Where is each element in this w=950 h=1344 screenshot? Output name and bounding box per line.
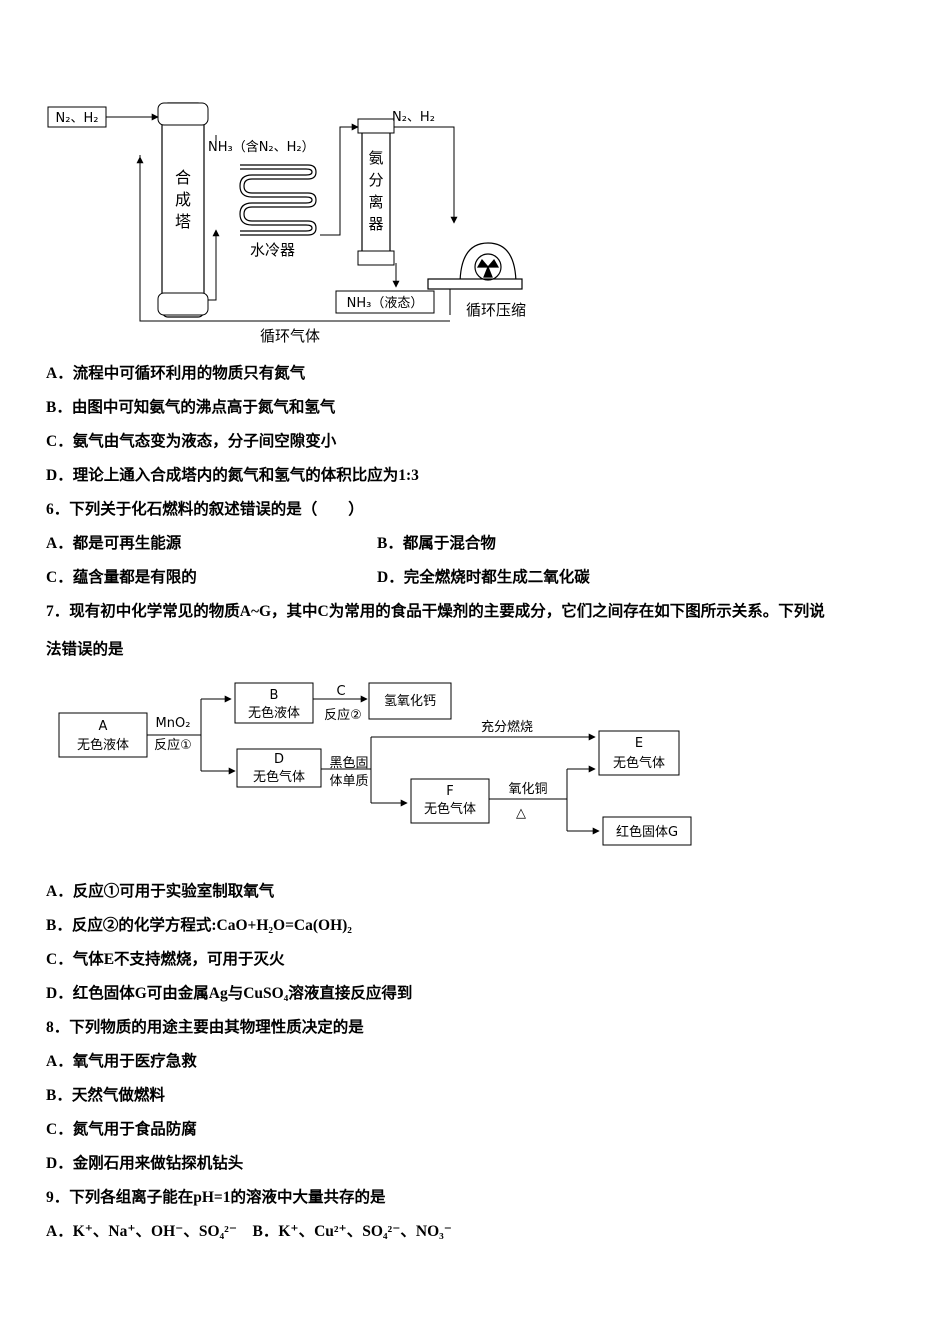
liquid-nh3-label: NH₃（液态） [347, 296, 424, 311]
q8-stem: 8．下列物质的用途主要由其物理性质决定的是 [46, 1019, 364, 1036]
box-b-desc: 无色液体 [248, 705, 300, 721]
box-a-desc: 无色液体 [77, 737, 129, 753]
box-caoh2 [368, 682, 452, 720]
q7-option-c: C．气体E不支持燃烧，可用于灭火 [46, 951, 285, 968]
box-g [602, 816, 692, 846]
q7-stem-line1: 7．现有初中化学常见的物质A~G，其中C为常用的食品干燥剂的主要成分，它们之间存… [46, 603, 825, 620]
tower-char-1: 合 [175, 168, 191, 187]
q7-option-b: B．反应②的化学方程式:CaO+H₂O=Ca(OH)₂ [46, 917, 352, 934]
q6-option-a: A．都是可再生能源 [46, 535, 182, 552]
box-e-letter: E [635, 736, 643, 751]
box-b-letter: B [270, 688, 279, 703]
box-b [234, 682, 314, 724]
recycle-compressor [427, 242, 523, 290]
box-d-letter: D [274, 752, 284, 767]
inlet-label: N₂、H₂ [56, 111, 99, 126]
ammonia-synthesis-diagram: N₂、H₂ 合 成 塔 NH₃（含N₂、H₂） 水冷器 氨 分 离 器 N₂、H… [47, 102, 526, 345]
box-d-desc: 无色气体 [253, 769, 305, 785]
water-cooler-coil [239, 164, 317, 236]
q5-option-a: A．流程中可循环利用的物质只有氮气 [46, 365, 306, 382]
black-solid-line1: 黑色固 [329, 755, 368, 771]
q8-option-b: B．天然气做燃料 [46, 1087, 165, 1104]
box-f [410, 778, 490, 824]
separator-char-3: 离 [368, 193, 383, 211]
q6-stem: 6．下列关于化石燃料的叙述错误的是（ ） [46, 501, 364, 518]
q9-options: A．K⁺、Na⁺、OH⁻、SO₄²⁻ B．K⁺、Cu²⁺、SO₄²⁻、NO₃⁻ [46, 1223, 452, 1240]
box-a-letter: A [99, 719, 108, 734]
q8-option-d: D．金刚石用来做钻探机钻头 [46, 1155, 244, 1172]
q8-option-c: C．氮气用于食品防腐 [46, 1121, 197, 1138]
q9-stem: 9．下列各组离子能在pH=1的溶液中大量共存的是 [46, 1189, 386, 1206]
box-d [236, 748, 322, 788]
box-e-desc: 无色气体 [613, 755, 665, 771]
q6-option-b: B．都属于混合物 [377, 535, 496, 552]
tower-char-2: 成 [175, 190, 191, 209]
heat-label: △ [516, 806, 526, 821]
burn-label: 充分燃烧 [481, 719, 533, 735]
compressor-label: 循环压缩 [466, 301, 526, 319]
q5-option-b: B．由图中可知氨气的沸点高于氮气和氢气 [46, 399, 336, 416]
mno2-label: MnO₂ [156, 716, 191, 731]
cooler-label: 水冷器 [250, 241, 295, 259]
top-gas-label: N₂、H₂ [392, 110, 435, 125]
substance-relation-diagram: A 无色液体 MnO₂ 反应① B 无色液体 C 反应② 氢氧化钙 D 无色气体… [58, 682, 692, 846]
box-f-desc: 无色气体 [424, 801, 476, 817]
cuo-label: 氧化铜 [508, 782, 547, 797]
black-solid-line2: 体单质 [329, 774, 368, 789]
q6-option-d: D．完全燃烧时都生成二氧化碳 [377, 569, 590, 586]
reaction2-label: 反应② [324, 707, 362, 723]
ammonia-separator [361, 122, 391, 264]
q5-option-d: D．理论上通入合成塔内的氮气和氢气的体积比应为1:3 [46, 467, 419, 484]
separator-char-4: 器 [368, 215, 383, 233]
synthesis-tower [161, 102, 205, 318]
caoh2-label: 氢氧化钙 [384, 694, 436, 709]
separator-char-2: 分 [368, 171, 383, 189]
c-label: C [336, 684, 345, 699]
nh3-mix-label: NH₃（含N₂、H₂） [208, 139, 315, 155]
tower-char-3: 塔 [175, 212, 191, 231]
separator-char-1: 氨 [368, 149, 383, 167]
q5-option-c: C．氨气由气态变为液态，分子间空隙变小 [46, 433, 337, 450]
box-g-desc: 红色固体G [616, 824, 678, 840]
reaction1-label: 反应① [154, 737, 192, 753]
q7-option-d: D．红色固体G可由金属Ag与CuSO₄溶液直接反应得到 [46, 985, 413, 1002]
q6-option-c: C．蕴含量都是有限的 [46, 569, 197, 586]
q8-option-a: A．氧气用于医疗急救 [46, 1053, 197, 1070]
box-e [598, 730, 680, 776]
liquid-nh3-box [335, 290, 435, 314]
box-f-letter: F [446, 784, 453, 799]
q7-stem-line2: 法错误的是 [46, 641, 124, 658]
recycle-gas-label: 循环气体 [260, 327, 320, 345]
q7-option-a: A．反应①可用于实验室制取氧气 [46, 883, 275, 900]
